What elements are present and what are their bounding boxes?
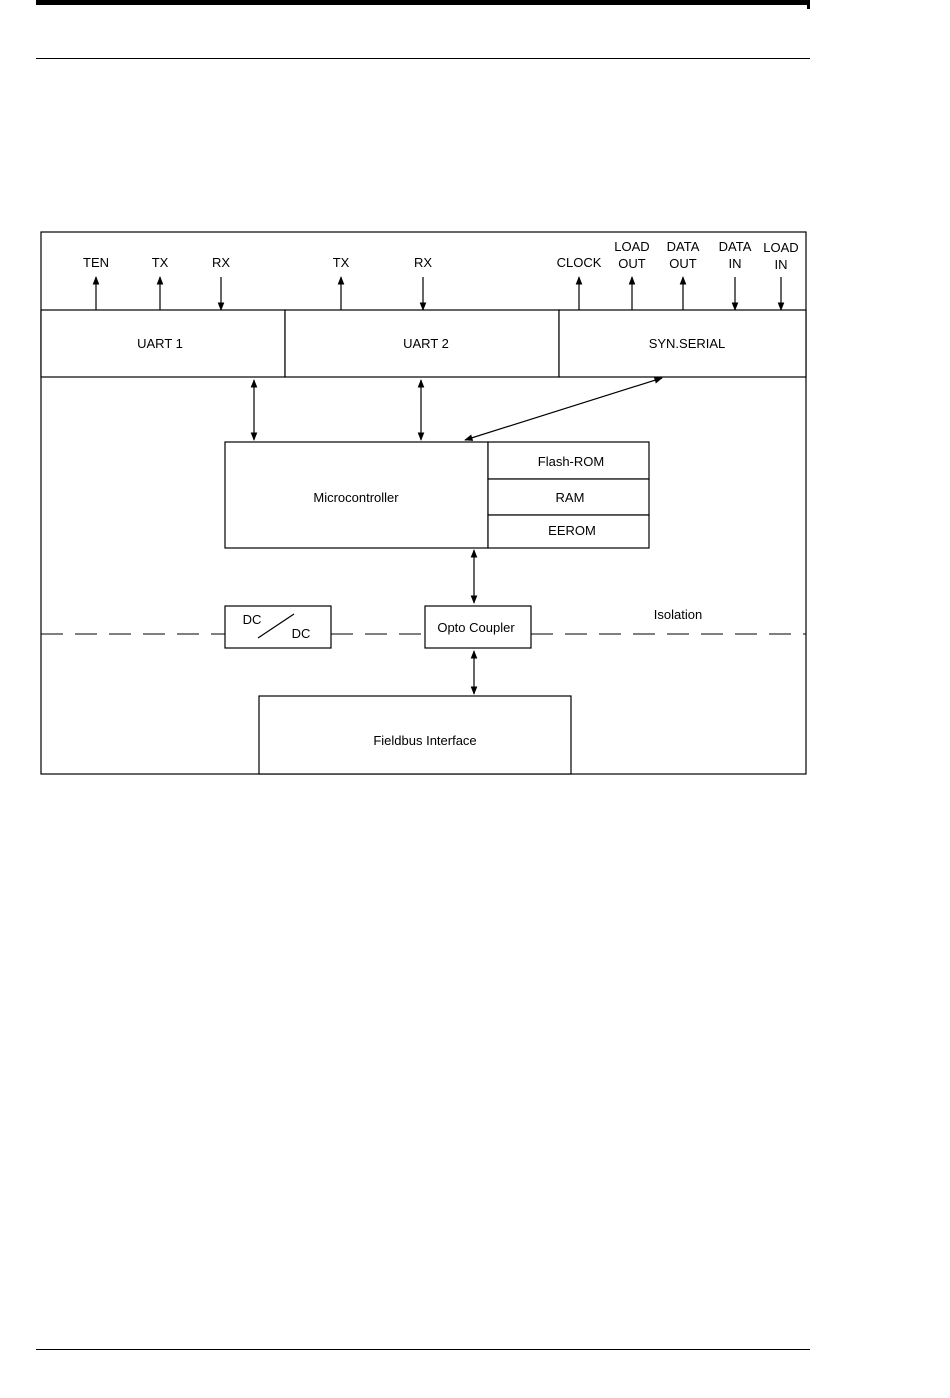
data-in-label-2: IN (729, 256, 742, 271)
rx2-label: RX (414, 255, 432, 270)
clock-label: CLOCK (557, 255, 602, 270)
load-in-label-1: LOAD (763, 240, 798, 255)
dc-top-label: DC (243, 612, 262, 627)
flash-rom-label: Flash-ROM (538, 454, 604, 469)
dc-bottom-label: DC (292, 626, 311, 641)
opto-coupler-label: Opto Coupler (437, 620, 515, 635)
rx1-label: RX (212, 255, 230, 270)
microcontroller-label: Microcontroller (313, 490, 399, 505)
load-out-label-1: LOAD (614, 239, 649, 254)
data-in-label-1: DATA (719, 239, 752, 254)
eerom-label: EEROM (548, 523, 596, 538)
load-out-label-2: OUT (618, 256, 646, 271)
isolation-label: Isolation (654, 607, 702, 622)
tx2-label: TX (333, 255, 350, 270)
syn-serial-label: SYN.SERIAL (649, 336, 726, 351)
data-out-label-1: DATA (667, 239, 700, 254)
dc-dc-block (225, 606, 331, 648)
ram-label: RAM (556, 490, 585, 505)
load-in-label-2: IN (775, 257, 788, 272)
uart1-label: UART 1 (137, 336, 183, 351)
fieldbus-interface-label: Fieldbus Interface (373, 733, 476, 748)
ten-label: TEN (83, 255, 109, 270)
tx1-label: TX (152, 255, 169, 270)
uart2-label: UART 2 (403, 336, 449, 351)
data-out-label-2: OUT (669, 256, 697, 271)
